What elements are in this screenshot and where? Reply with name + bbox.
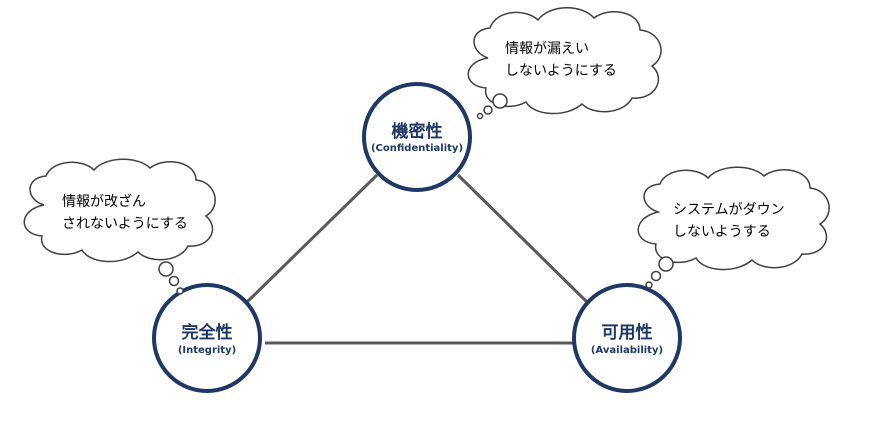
- callout-integrity-line-2: されないようにする: [62, 216, 188, 232]
- callout-integrity-bubble-2: [168, 275, 180, 287]
- node-integrity-title: 完全性: [182, 322, 233, 343]
- callout-availability-cloud: [637, 166, 830, 271]
- callout-availability-bubble-2: [650, 270, 662, 282]
- callout-confidentiality: 情報が漏えい しないようにする: [467, 7, 662, 120]
- callout-availability-line-2: しないようする: [673, 224, 771, 240]
- node-availability-subtitle: (Availability): [591, 345, 663, 356]
- callout-availability-bubble-3: [645, 281, 653, 289]
- callout-availability-line-1: システムがダウン: [673, 202, 785, 218]
- callout-integrity-cloud: [23, 158, 216, 263]
- node-integrity-circle: [152, 283, 262, 393]
- node-integrity-subtitle: (Integrity): [178, 345, 236, 356]
- callout-integrity: 情報が改ざん されないようにする: [23, 158, 216, 295]
- callout-availability-bubble-1: [658, 256, 674, 272]
- callout-confidentiality-cloud: [467, 7, 662, 115]
- edge-confidentiality-availability: [456, 173, 592, 307]
- node-confidentiality-title: 機密性: [392, 121, 443, 142]
- node-availability: 可用性 (Availability): [572, 283, 682, 393]
- callout-integrity-bubble-1: [158, 261, 174, 277]
- callout-availability: システムがダウン しないようする: [637, 166, 830, 289]
- callout-confidentiality-line-2: しないようにする: [505, 63, 617, 79]
- node-confidentiality-circle: [362, 82, 472, 192]
- callout-confidentiality-line-1: 情報が漏えい: [505, 41, 589, 57]
- callout-integrity-bubble-3: [176, 287, 184, 295]
- callout-confidentiality-bubble-1: [492, 93, 508, 109]
- callout-confidentiality-bubble-2: [483, 105, 493, 115]
- node-confidentiality: 機密性 (Confidentiality): [362, 82, 472, 192]
- node-integrity: 完全性 (Integrity): [152, 283, 262, 393]
- node-confidentiality-subtitle: (Confidentiality): [371, 143, 463, 154]
- node-availability-title: 可用性: [602, 322, 653, 343]
- edge-confidentiality-integrity: [242, 173, 379, 307]
- node-availability-circle: [572, 283, 682, 393]
- callout-integrity-line-1: 情報が改ざん: [62, 193, 146, 210]
- callout-confidentiality-bubble-3: [476, 112, 484, 120]
